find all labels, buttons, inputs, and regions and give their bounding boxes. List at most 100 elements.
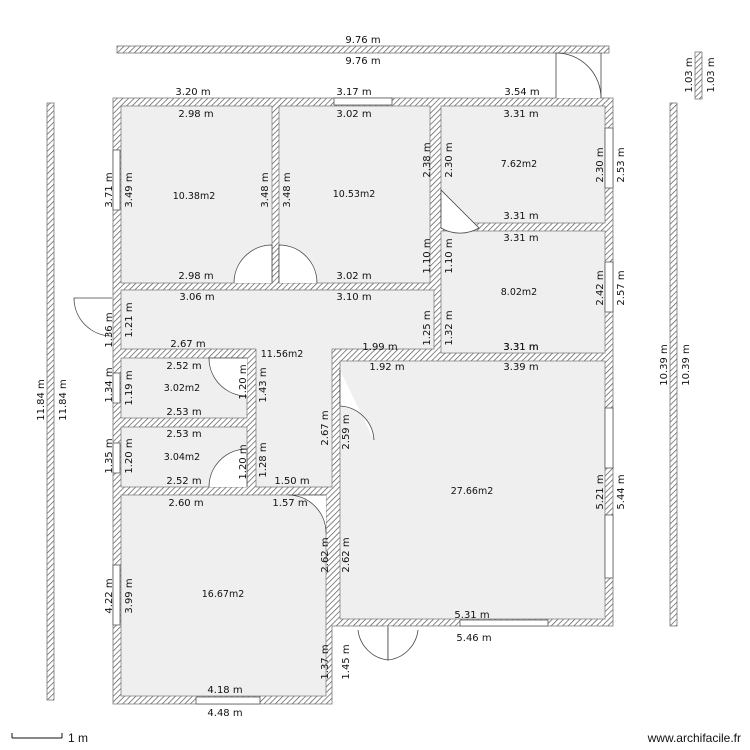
dim-label: 2.59 m: [341, 414, 352, 449]
room-floors: [120, 105, 606, 697]
dim-label: 3.31 m: [503, 233, 538, 244]
dim-label: 3.39 m: [503, 362, 538, 373]
door-top-right-room: [440, 189, 480, 234]
dim-label: 4.18 m: [207, 685, 242, 696]
door-bottom-left-room: [287, 494, 327, 534]
dim-label: 3.99 m: [124, 578, 135, 613]
dim-label: 1.99 m: [362, 342, 397, 353]
dim-label: 1.50 m: [274, 476, 309, 487]
dim-label: 3.31 m: [503, 109, 538, 120]
dim-label: 2.52 m: [166, 361, 201, 372]
door-entrance-top: [555, 52, 602, 99]
door-marker-wall: [694, 51, 703, 100]
dim-label: 5.21 m: [595, 474, 606, 509]
floor-top-left: [120, 105, 273, 284]
door-small-room-2: [208, 448, 248, 488]
dim-label: 4.48 m: [207, 708, 242, 719]
dim-label: 5.31 m: [454, 610, 489, 621]
door-hallway-left: [73, 297, 113, 337]
right-marker-a: 10.39 m: [659, 344, 670, 386]
window-bottom-left: [112, 564, 121, 626]
dim-label: 2.38 m: [422, 142, 433, 177]
dim-label: 1.36 m: [104, 312, 115, 347]
dim-label: 2.62 m: [320, 537, 331, 572]
room-area: 10.53m2: [333, 189, 376, 200]
scale-label: 1 m: [68, 731, 88, 745]
dim-label: 1.32 m: [444, 310, 455, 345]
dim-label: 2.98 m: [178, 271, 213, 282]
door-marker-b: 1.03 m: [706, 57, 717, 92]
left-separate-wall: [46, 102, 55, 701]
window-right-middle: [604, 261, 614, 313]
dim-label: 3.20 m: [175, 87, 210, 98]
dim-label: 1.28 m: [258, 442, 269, 477]
dim-label: 2.62 m: [341, 537, 352, 572]
dim-label: 2.52 m: [166, 476, 201, 487]
top-wall-inner-label: 9.76 m: [345, 56, 380, 67]
window-top-left: [112, 149, 121, 211]
dim-label: 1.92 m: [369, 362, 404, 373]
dim-label: 3.06 m: [179, 292, 214, 303]
window-small-room-1: [112, 372, 121, 404]
door-marker-a: 1.03 m: [684, 57, 695, 92]
dim-label: 1.20 m: [238, 364, 249, 399]
top-wall-outer-label: 9.76 m: [345, 35, 380, 46]
window-top-right: [604, 127, 614, 189]
dim-label: 3.48 m: [260, 172, 271, 207]
door-top-left-room: [233, 244, 273, 284]
dim-label: 5.44 m: [616, 474, 627, 509]
dim-label: 2.67 m: [320, 410, 331, 445]
room-area: 3.04m2: [164, 452, 200, 463]
dim-label: 2.53 m: [616, 147, 627, 182]
dim-label: 2.30 m: [595, 147, 606, 182]
top-separate-wall: [116, 45, 610, 54]
dim-label: 1.34 m: [104, 367, 115, 402]
watermark: www.archifacile.fr: [647, 731, 741, 745]
dim-label: 2.30 m: [444, 142, 455, 177]
dim-label: 2.60 m: [168, 498, 203, 509]
room-area: 8.02m2: [501, 287, 537, 298]
floor-bottom-left: [120, 494, 327, 697]
dim-label: 5.46 m: [456, 633, 491, 644]
room-area: 7.62m2: [501, 159, 537, 170]
dim-label: 2.53 m: [166, 429, 201, 440]
dim-label: 2.57 m: [616, 270, 627, 305]
window-living-bottom: [459, 619, 549, 627]
room-area: 11.56m2: [261, 349, 304, 360]
dim-label: 3.31 m: [503, 342, 538, 353]
left-marker-a: 11.84 m: [36, 379, 47, 421]
dim-label: 3.48 m: [282, 172, 293, 207]
room-area: 16.67m2: [202, 589, 245, 600]
dim-label: 3.71 m: [104, 172, 115, 207]
dim-label: 3.31 m: [503, 342, 538, 353]
right-separate-wall: [669, 102, 678, 627]
window-living-1: [604, 407, 614, 469]
door-living-room: [339, 370, 375, 441]
door-top-middle-room: [278, 244, 318, 284]
window-living-2: [604, 514, 614, 579]
dim-label: 1.20 m: [238, 444, 249, 479]
dim-label: 2.98 m: [178, 109, 213, 120]
dim-label: 1.57 m: [272, 498, 307, 509]
dim-label: 3.54 m: [504, 87, 539, 98]
windows: [112, 97, 614, 705]
dim-label: 3.02 m: [336, 109, 371, 120]
door-small-room-1: [208, 357, 248, 397]
dim-label: 1.10 m: [422, 238, 433, 273]
dim-label: 3.49 m: [124, 172, 135, 207]
floor-right-middle: [440, 230, 606, 354]
dim-label: 1.45 m: [341, 644, 352, 679]
dim-label: 2.42 m: [595, 270, 606, 305]
dim-label: 1.10 m: [444, 238, 455, 273]
dim-label: 1.43 m: [258, 367, 269, 402]
dim-label: 3.31 m: [503, 211, 538, 222]
scale-bar: [11, 733, 63, 739]
doors: [73, 52, 602, 661]
dim-label: 1.20 m: [124, 438, 135, 473]
dim-label: 3.10 m: [336, 292, 371, 303]
room-area: 10.38m2: [173, 191, 216, 202]
room-area: 3.02m2: [164, 383, 200, 394]
floor-top-right: [440, 105, 606, 224]
dim-label: 1.21 m: [124, 302, 135, 337]
